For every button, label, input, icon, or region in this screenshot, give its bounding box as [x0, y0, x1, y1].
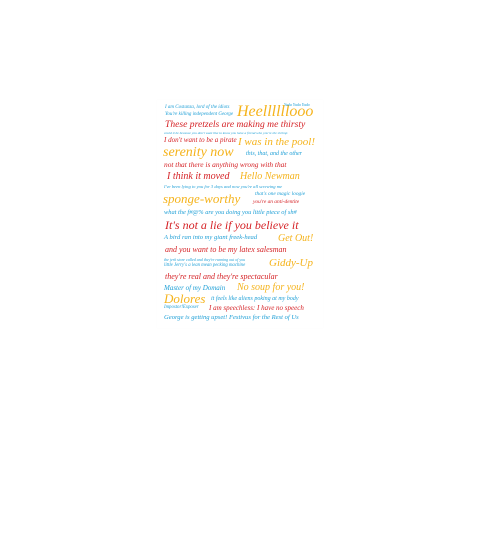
quote-speechless: I am speechless: I have no speech [209, 304, 304, 312]
quote-shrimp: could it be because you don't want like … [164, 131, 288, 135]
quote-jerk-store: the jerk store called and they're runnin… [164, 257, 246, 262]
quote-costanza-lord: I am Costanza, lord of the idiots [165, 105, 230, 110]
quote-pretzels: These pretzels are making me thirsty [165, 119, 306, 130]
quote-spectacular: they're real and they're spectacular [165, 272, 278, 281]
quote-impostor: Impostor!Exposer [164, 305, 199, 310]
quote-poster: I am Costanza, lord of the idiots You're… [157, 100, 323, 328]
quote-nothing-wrong: not that there is anything wrong with th… [164, 160, 287, 169]
quote-sponge-worthy: sponge-worthy [163, 191, 241, 206]
quote-pirate: I don't want to be a pirate [164, 136, 237, 144]
quote-anti-dentite: you're an anti-dentite [253, 199, 300, 205]
quote-serenity-now: serenity now [163, 145, 234, 160]
quote-magic-loogie: that's one magic loogie [255, 191, 306, 197]
quote-bird-freek-head: A bird ran into my giant freek-head [164, 234, 258, 241]
quote-this-that-other: this, that, and the other [246, 151, 302, 157]
quote-think-it-moved: I think it moved [167, 171, 230, 182]
quote-hello-newman: Hello Newman [240, 171, 300, 182]
quote-independent-george: You're killing independent George [165, 112, 234, 117]
quote-get-out: Get Out! [278, 233, 314, 244]
quote-pool: I was in the pool! [238, 136, 315, 148]
quote-lying-3-days: I've been lying to you for 3 days and no… [164, 184, 283, 189]
quote-master-domain: Master of my Domain [164, 284, 226, 292]
quote-yada-yada: Yada Yada Yada [284, 102, 310, 107]
quote-aliens-poking: it feels like aliens poking at my body [211, 296, 299, 302]
quote-not-a-lie: It's not a lie if you believe it [165, 218, 299, 232]
quote-pecking-machine: little Jerry's a lean mean pecking machi… [164, 263, 246, 268]
quote-no-soup: No soup for you! [237, 282, 305, 293]
quote-wtf: what the f#@% are you doing you little p… [164, 209, 297, 216]
quote-giddy-up: Giddy-Up [269, 257, 313, 269]
quote-heello: Heellllllooo [237, 103, 314, 120]
quote-latex-salesman: and you want to be my latex salesman [165, 245, 287, 254]
quote-festivus: George is getting upset! Festivus for th… [164, 314, 299, 321]
quote-dolores: Dolores [164, 291, 206, 306]
